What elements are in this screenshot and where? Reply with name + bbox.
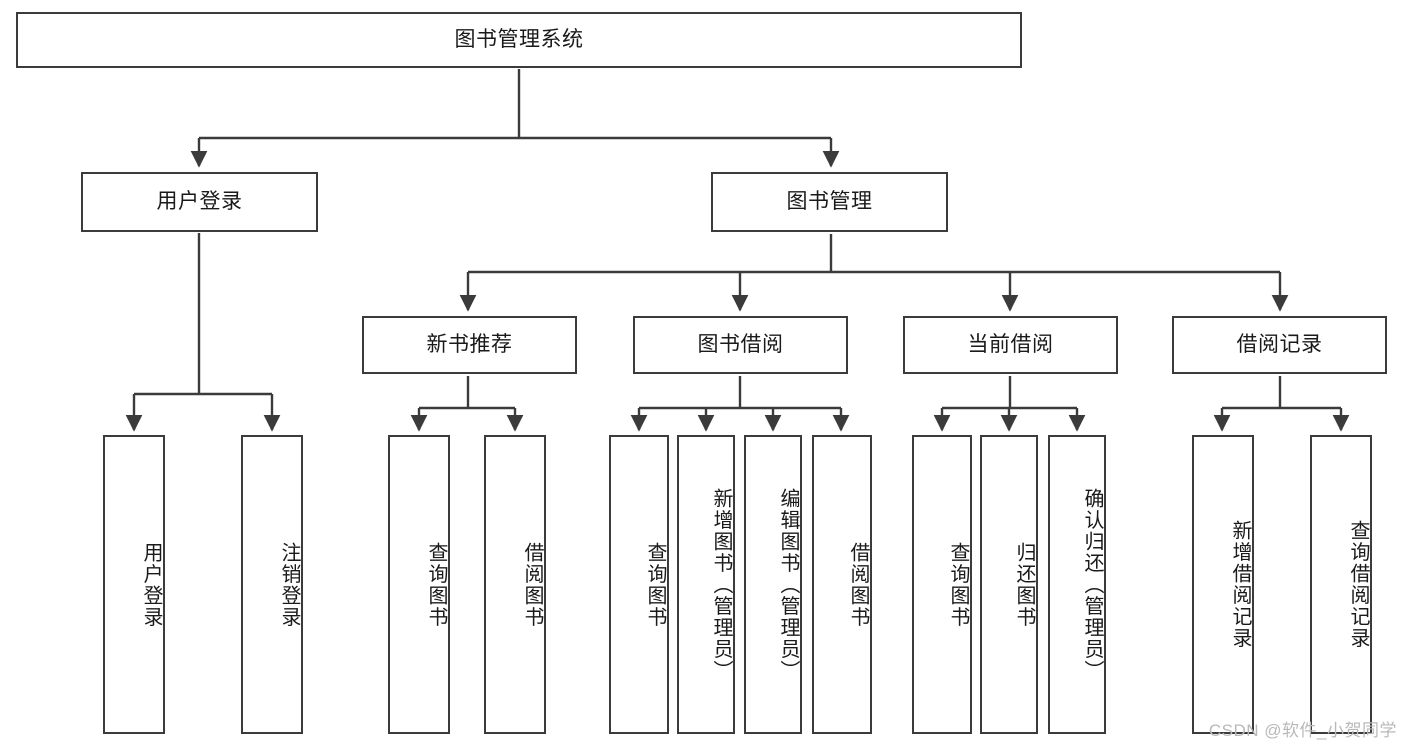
node-new-book-recommend-label: 新书推荐 — [426, 333, 513, 357]
leaf-book-borrow-borrow[interactable]: 借阅图书 — [812, 435, 872, 734]
node-current-borrow-label: 当前借阅 — [967, 333, 1054, 357]
leaf-book-borrow-add[interactable]: 新增图书（管理员） — [677, 435, 735, 734]
node-book-management-label: 图书管理 — [786, 190, 873, 214]
node-user-login[interactable]: 用户登录 — [81, 172, 318, 232]
node-book-borrow[interactable]: 图书借阅 — [633, 316, 848, 374]
leaf-book-borrow-edit-label: 编辑图书（管理员） — [777, 487, 799, 682]
leaf-current-borrow-confirm-label: 确认归还（管理员） — [1081, 487, 1103, 682]
leaf-current-borrow-confirm[interactable]: 确认归还（管理员） — [1048, 435, 1106, 734]
leaf-book-borrow-borrow-label: 借阅图书 — [847, 541, 869, 628]
leaf-user-login-logout[interactable]: 注销登录 — [241, 435, 303, 734]
node-new-book-recommend[interactable]: 新书推荐 — [362, 316, 577, 374]
leaf-book-borrow-add-label: 新增图书（管理员） — [710, 487, 732, 682]
leaf-book-borrow-query-label: 查询图书 — [644, 541, 666, 628]
node-root-system[interactable]: 图书管理系统 — [16, 12, 1022, 68]
leaf-new-book-borrow-label: 借阅图书 — [521, 541, 543, 628]
leaf-current-borrow-query[interactable]: 查询图书 — [912, 435, 972, 734]
leaf-book-borrow-query[interactable]: 查询图书 — [609, 435, 669, 734]
node-borrow-record[interactable]: 借阅记录 — [1172, 316, 1387, 374]
node-current-borrow[interactable]: 当前借阅 — [903, 316, 1118, 374]
leaf-borrow-record-query[interactable]: 查询借阅记录 — [1310, 435, 1372, 734]
leaf-current-borrow-query-label: 查询图书 — [947, 541, 969, 628]
leaf-new-book-query-label: 查询图书 — [425, 541, 447, 628]
node-user-login-label: 用户登录 — [156, 190, 243, 214]
leaf-user-login-login-label: 用户登录 — [140, 541, 162, 628]
leaf-book-borrow-edit[interactable]: 编辑图书（管理员） — [744, 435, 802, 734]
node-book-management[interactable]: 图书管理 — [711, 172, 948, 232]
leaf-current-borrow-return[interactable]: 归还图书 — [980, 435, 1038, 734]
leaf-new-book-borrow[interactable]: 借阅图书 — [484, 435, 546, 734]
watermark-text: CSDN @软件_小贺同学 — [1208, 721, 1397, 740]
node-root-system-label: 图书管理系统 — [454, 28, 584, 52]
node-borrow-record-label: 借阅记录 — [1236, 333, 1323, 357]
node-book-borrow-label: 图书借阅 — [697, 333, 784, 357]
leaf-user-login-logout-label: 注销登录 — [278, 541, 300, 628]
leaf-borrow-record-add[interactable]: 新增借阅记录 — [1192, 435, 1254, 734]
leaf-current-borrow-return-label: 归还图书 — [1013, 541, 1035, 628]
leaf-user-login-login[interactable]: 用户登录 — [103, 435, 165, 734]
leaf-new-book-query[interactable]: 查询图书 — [388, 435, 450, 734]
leaf-borrow-record-add-label: 新增借阅记录 — [1229, 520, 1251, 649]
leaf-borrow-record-query-label: 查询借阅记录 — [1347, 520, 1369, 649]
